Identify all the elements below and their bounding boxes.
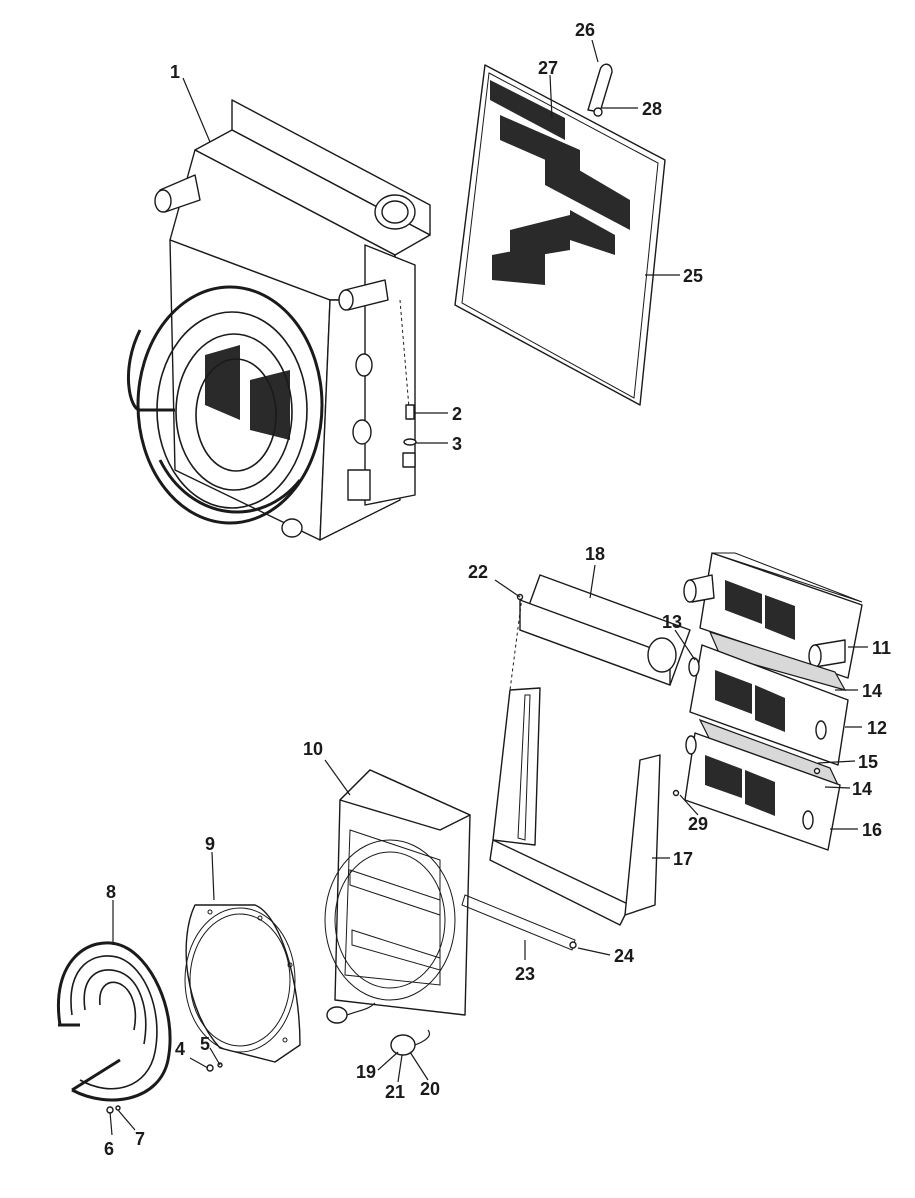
cooler-frame [461,574,691,951]
callout-16: 16 [862,820,882,840]
callout-22: 22 [468,562,488,582]
callout-10: 10 [303,739,323,759]
callout-7: 7 [135,1129,145,1149]
callout-14a: 14 [862,681,882,701]
callout-13: 13 [662,612,682,632]
cooler-11 [683,552,863,679]
callout-15: 15 [858,752,878,772]
callout-9: 9 [205,834,215,854]
screen-panel [454,63,666,406]
callout-14b: 14 [852,779,872,799]
callout-12: 12 [867,718,887,738]
callout-28: 28 [642,99,662,119]
fan-ring-plate [184,904,301,1063]
callout-6: 6 [104,1139,114,1159]
callout-17: 17 [673,849,693,869]
radiator-assembly [126,99,431,541]
callout-19: 19 [356,1062,376,1082]
leader-lines [109,39,868,1136]
callout-8: 8 [106,882,116,902]
cooler-16 [672,718,841,851]
callout-25: 25 [683,266,703,286]
callout-27: 27 [538,58,558,78]
callout-5: 5 [200,1034,210,1054]
callout-3: 3 [452,434,462,454]
callout-21: 21 [385,1082,405,1102]
callout-26: 26 [575,20,595,40]
fan-guard [57,941,223,1114]
callout-20: 20 [420,1079,440,1099]
fan-shroud [324,769,471,1056]
callout-23: 23 [515,964,535,984]
callout-24: 24 [614,946,634,966]
callout-29: 29 [688,814,708,834]
callout-4: 4 [175,1039,185,1059]
callout-11: 11 [872,638,891,658]
callout-18: 18 [585,544,605,564]
cooler-12 [688,631,849,766]
callout-labels: 1 2 3 4 5 6 7 8 9 10 11 12 13 14 14 15 1… [104,20,891,1159]
callout-1: 1 [170,62,180,82]
callout-2: 2 [452,404,462,424]
